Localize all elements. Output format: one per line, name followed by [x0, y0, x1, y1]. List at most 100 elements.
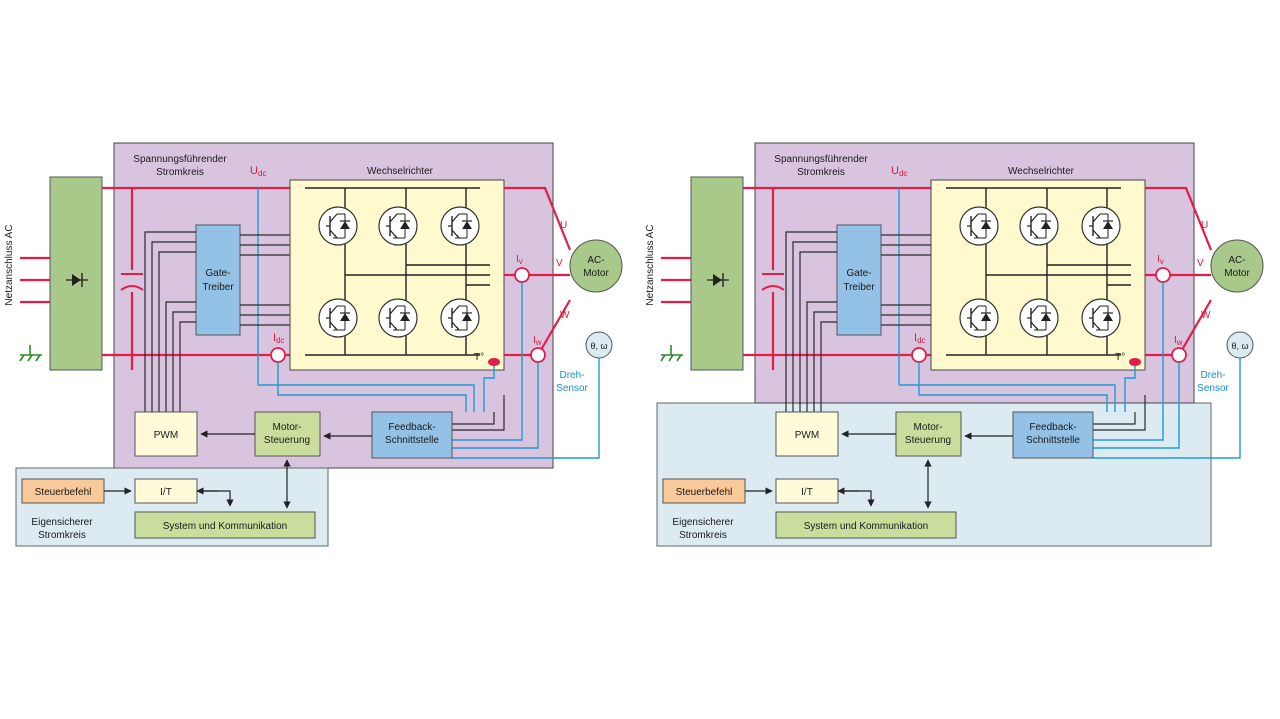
igbt-bot-2	[378, 298, 418, 338]
eigen-label-2: Stromkreis	[679, 530, 727, 541]
igbt-bot-1	[959, 298, 999, 338]
gate-label-2: Treiber	[202, 282, 234, 293]
spannung-label-2: Stromkreis	[156, 167, 204, 178]
iw-sub: w	[1176, 338, 1183, 347]
system-label: System und Kommunikation	[804, 521, 929, 532]
gate-label-1: Gate-	[205, 268, 230, 279]
netz-label: Netzanschluss AC	[645, 224, 656, 305]
feedback-label-1: Feedback-	[388, 422, 435, 433]
phase-v: V	[556, 258, 563, 269]
temp-sensor-icon	[1129, 358, 1141, 366]
wechselrichter-label: Wechselrichter	[1008, 166, 1075, 177]
idc-label: I	[273, 332, 276, 344]
igbt-bot-3	[1081, 298, 1121, 338]
svg-text:Udc: Udc	[891, 165, 907, 178]
mains-wires	[20, 256, 50, 304]
netz-label: Netzanschluss AC	[4, 224, 15, 305]
ground-icon	[660, 345, 683, 362]
pwm-block	[134, 411, 198, 457]
diode-icon	[66, 273, 88, 287]
iv-label: I	[1157, 254, 1160, 265]
udc-label: U	[250, 165, 258, 177]
diagram-right: Netzanschluss AC Spannungsführend	[645, 142, 1264, 547]
diode-icon	[707, 273, 729, 287]
iv-sub: v	[1160, 257, 1164, 266]
udc-label: U	[891, 165, 899, 177]
motor-ctrl-label-2: Steuerung	[905, 435, 951, 446]
udc-sub: dc	[258, 169, 266, 178]
dreh-label-2: Sensor	[556, 383, 588, 394]
it-block	[134, 478, 198, 504]
dreh-label-1: Dreh-	[559, 370, 584, 381]
steuerbefehl-label: Steuerbefehl	[676, 487, 733, 498]
svg-text:Idc: Idc	[914, 332, 926, 345]
svg-text:Udc: Udc	[250, 165, 266, 178]
motor-ctrl-label-1: Motor-	[914, 422, 943, 433]
iw-label: I	[533, 335, 536, 346]
ac-motor	[1210, 239, 1264, 293]
temp-sensor-icon	[488, 358, 500, 366]
phase-v: V	[1197, 258, 1204, 269]
dreh-label-2: Sensor	[1197, 383, 1229, 394]
eigen-label-1: Eigensicherer	[31, 517, 93, 528]
feedback-label-2: Schnittstelle	[1026, 435, 1080, 446]
it-label: I/T	[160, 487, 172, 498]
svg-text:Iw: Iw	[533, 335, 542, 347]
pwm-label: PWM	[795, 430, 819, 441]
igbt-bot-1	[318, 298, 358, 338]
spannung-label-1: Spannungsführender	[133, 154, 227, 165]
system-block	[134, 511, 316, 539]
motor-label-2: Motor	[583, 268, 609, 279]
phase-w: W	[560, 310, 570, 321]
svg-text:Iv: Iv	[516, 254, 523, 266]
ac-motor	[569, 239, 623, 293]
theta-label: θ, ω	[1231, 341, 1248, 351]
rectifier-block	[690, 176, 744, 371]
steuerbefehl-block	[21, 478, 105, 504]
motor-label-1: AC-	[587, 255, 604, 266]
motor-ctrl-label-1: Motor-	[273, 422, 302, 433]
svg-text:Iw: Iw	[1174, 335, 1183, 347]
iw-label: I	[1174, 335, 1177, 346]
igbt-top-2	[1019, 206, 1059, 246]
motor-control-block	[895, 411, 962, 457]
temp-label: T°	[1115, 352, 1125, 363]
gate-label-2: Treiber	[843, 282, 875, 293]
igbt-bot-2	[1019, 298, 1059, 338]
it-label: I/T	[801, 487, 813, 498]
idc-sub: dc	[276, 336, 284, 345]
feedback-block	[371, 411, 453, 459]
temp-label: T°	[474, 352, 484, 363]
igbt-top-1	[318, 206, 358, 246]
udc-sub: dc	[899, 169, 907, 178]
phase-w: W	[1201, 310, 1211, 321]
phase-u: U	[1201, 220, 1208, 231]
svg-text:Iv: Iv	[1157, 254, 1164, 266]
pwm-block	[775, 411, 839, 457]
igbt-bot-3	[440, 298, 480, 338]
feedback-label-1: Feedback-	[1029, 422, 1076, 433]
rectifier-block	[49, 176, 103, 371]
motor-label-1: AC-	[1228, 255, 1245, 266]
eigen-label-2: Stromkreis	[38, 530, 86, 541]
igbt-top-1	[959, 206, 999, 246]
wechselrichter-label: Wechselrichter	[367, 166, 434, 177]
dreh-label-1: Dreh-	[1200, 370, 1225, 381]
mains-wires	[661, 256, 691, 304]
steuerbefehl-block	[662, 478, 746, 504]
iw-sub: w	[535, 338, 542, 347]
igbt-top-2	[378, 206, 418, 246]
idc-sub: dc	[917, 336, 925, 345]
gate-driver-block	[836, 224, 882, 336]
pwm-label: PWM	[154, 430, 178, 441]
motor-label-2: Motor	[1224, 268, 1250, 279]
eigen-label-1: Eigensicherer	[672, 517, 734, 528]
gate-label-1: Gate-	[846, 268, 871, 279]
gate-driver-block	[195, 224, 241, 336]
system-block	[775, 511, 957, 539]
feedback-label-2: Schnittstelle	[385, 435, 439, 446]
capacitor-icon	[120, 273, 144, 291]
theta-label: θ, ω	[590, 341, 607, 351]
motor-ctrl-label-2: Steuerung	[264, 435, 310, 446]
